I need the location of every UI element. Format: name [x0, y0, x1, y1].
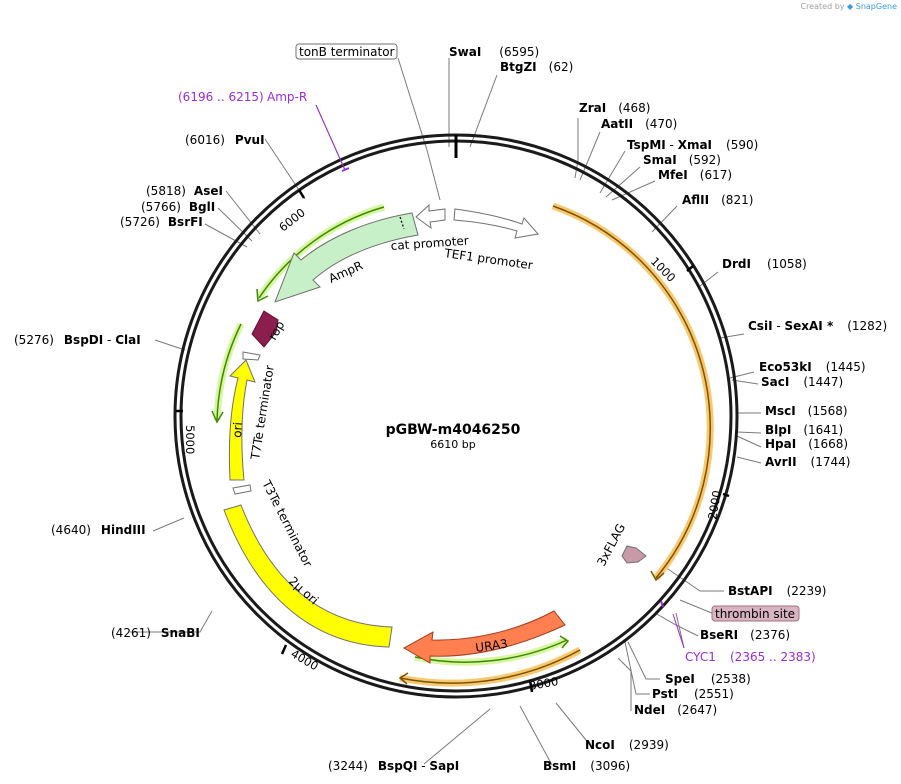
label-tef1-promoter: TEF1 promoter — [443, 246, 534, 272]
enzyme-aatii: AatII(470) — [601, 117, 677, 131]
enzyme-hpai: HpaI(1668) — [765, 437, 848, 451]
ampr-site-line — [315, 104, 346, 171]
enzyme-drdi: DrdI(1058) — [722, 257, 807, 271]
credit: Created by ◆ SnapGene — [800, 2, 897, 11]
enzyme-swai: SwaI(6595) — [449, 45, 539, 59]
tef1-promoter-arrow — [453, 208, 539, 239]
plasmid-length: 6610 bp — [430, 438, 475, 451]
green-arc-mid — [216, 323, 242, 421]
enzyme-pvui: (6016)PvuI — [185, 133, 265, 147]
enzyme-zrai: ZraI(468) — [579, 101, 650, 115]
tick-4000: 4000 — [289, 646, 321, 673]
credit-brand: SnapGene — [855, 2, 897, 11]
enzyme-labels: SwaI(6595) BtgZI(62) ZraI(468) AatII(470… — [14, 45, 887, 773]
ampr-site-name: Amp-R — [267, 90, 307, 104]
enzyme-hindiii: (4640)HindIII — [51, 523, 146, 537]
t7te-terminator-arrow — [242, 351, 261, 361]
enzyme-aflii: AflII(821) — [682, 193, 753, 207]
label-ura3: URA3 — [474, 637, 508, 655]
primer-arc-bottom-head — [398, 672, 409, 685]
primer-arc-right — [551, 202, 714, 581]
primer-arc-right-head — [650, 570, 665, 582]
green-arc-bottom-head — [559, 635, 570, 649]
enzyme-msci: MscI(1568) — [765, 404, 848, 418]
ura3-arrow — [402, 610, 566, 664]
tick-3000: 3000 — [528, 674, 559, 693]
label-cat-promoter: cat promoter — [390, 234, 469, 253]
tick-5000: 5000 — [183, 425, 197, 454]
enzyme-psti: PstI(2551) — [652, 687, 734, 701]
enzyme-mfei: MfeI(617) — [658, 168, 732, 182]
rop-arrow — [251, 310, 279, 348]
enzyme-ncoi: NcoI(2939) — [585, 738, 669, 752]
enzyme-csii-sexai: CsiI - SexAI *(1282) — [748, 319, 887, 333]
enzyme-bsmi: BsmI(3096) — [543, 759, 630, 773]
label-t3te: T3Te terminator — [259, 477, 315, 569]
ampr-site-range: (6196 .. 6215) — [178, 90, 264, 104]
enzyme-bseri: BseRI(2376) — [700, 628, 790, 642]
enzyme-bspdi-clai: (5276)BspDI - ClaI — [14, 333, 141, 347]
label-ori: ori — [230, 422, 245, 439]
green-arc-bottom — [414, 639, 568, 663]
enzyme-spei: SpeI(2538) — [665, 672, 751, 686]
green-arc-upper-head — [256, 288, 269, 303]
tick-6000: 6000 — [276, 205, 308, 234]
enzyme-btgzi: BtgZI(62) — [500, 60, 573, 74]
thrombin-site-label: thrombin site — [715, 607, 795, 621]
enzyme-ndei: NdeI(2647) — [634, 703, 717, 717]
green-arc-mid-head — [211, 410, 224, 424]
flag-arrow — [621, 545, 647, 564]
cat-promoter-arrow — [415, 203, 446, 230]
enzyme-saci: SacI(1447) — [761, 375, 843, 389]
enzyme-bgli: (5766)BglI — [141, 200, 215, 214]
enzyme-smai: SmaI(592) — [643, 153, 721, 167]
credit-prefix: Created by — [800, 2, 845, 11]
ampr-arrow — [274, 212, 419, 303]
tick-marks — [176, 189, 730, 693]
cyc1-site-marker — [660, 600, 664, 608]
snapgene-logo: ◆ — [847, 2, 854, 11]
cyc1-site-range: (2365 .. 2383) — [730, 650, 816, 664]
primer-arc-right-core — [552, 205, 712, 579]
t3te-terminator-arrow — [232, 484, 252, 495]
tonb-terminator-label: tonB terminator — [299, 45, 395, 59]
enzyme-asei: (5818)AseI — [146, 184, 223, 198]
tick-2000: 2000 — [705, 489, 724, 520]
enzyme-tspmi-xmai: TspMI - XmaI(590) — [627, 138, 758, 152]
tonb-terminator-box: tonB terminator — [295, 43, 398, 60]
ori-arrow — [228, 359, 256, 481]
green-arc-upper — [258, 206, 385, 299]
cyc1-site-line — [672, 613, 685, 649]
enzyme-blpi: BlpI(1641) — [765, 423, 843, 437]
enzyme-bsrfi: (5726)BsrFI — [120, 215, 203, 229]
label-flag: 3xFLAG — [594, 521, 628, 568]
enzyme-bspqi-sapi: (3244)BspQI - SapI — [328, 759, 459, 773]
enzyme-eco53ki: Eco53kI(1445) — [759, 360, 866, 374]
thrombin-site-box: thrombin site — [711, 605, 800, 622]
enzyme-snabi: (4261)SnaBI — [111, 626, 200, 640]
cyc1-site-name: CYC1 — [685, 650, 716, 664]
plasmid-name: pGBW-m4046250 — [386, 422, 521, 438]
leader-lines — [130, 57, 762, 766]
enzyme-bstapi: BstAPI(2239) — [728, 584, 826, 598]
two-mu-ori-arrow — [223, 504, 393, 648]
ampr-site-marker — [341, 167, 350, 172]
primer-arc-bottom-core — [399, 649, 581, 684]
enzyme-avrii: AvrII(1744) — [765, 455, 850, 469]
